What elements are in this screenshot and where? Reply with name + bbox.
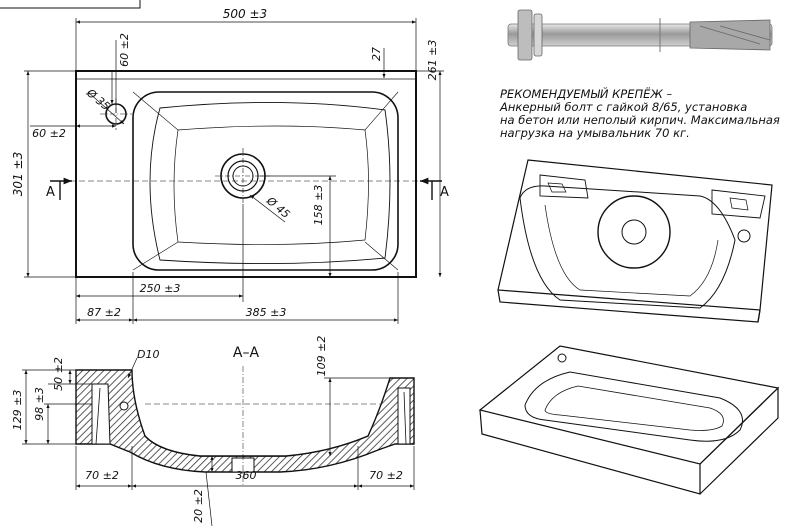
dim-height-98: 98 ±3 — [33, 387, 46, 421]
dim-width-70-left: 70 ±2 — [85, 469, 119, 482]
note-line-4: нагрузка на умывальник 70 кг. — [500, 126, 690, 140]
dim-rim-27: 27 — [370, 47, 383, 61]
dim-drain-offset-x: 250 ±3 — [140, 282, 181, 295]
dim-tap-offset-left: 60 ±2 — [32, 127, 66, 140]
dim-width-360: 360 — [236, 469, 257, 482]
dim-bottom-20: 20 ±2 — [192, 489, 205, 523]
top-view-dimensions — [24, 18, 444, 324]
dim-overall-width: 500 ±3 — [223, 7, 267, 21]
section-marker-left: А — [46, 185, 55, 200]
dim-left-87: 87 ±2 — [87, 306, 121, 319]
dim-drain-offset-y: 158 ±3 — [312, 185, 325, 226]
isometric-view-top — [497, 159, 773, 323]
note-line-2: Анкерный болт с гайкой 8/65, установка — [500, 100, 748, 114]
dim-drain-diameter: Ø 45 — [263, 194, 292, 221]
dim-width-70-right: 70 ±2 — [369, 469, 403, 482]
dim-overall-depth: 301 ±3 — [11, 152, 25, 196]
frame-corner — [0, 0, 141, 9]
fastener-note: РЕКОМЕНДУЕМЫЙ КРЕПЁЖ – Анкерный болт с г… — [500, 88, 790, 140]
section-view — [75, 366, 415, 486]
dim-depth-261: 261 ±3 — [426, 40, 439, 81]
dim-height-129: 129 ±3 — [11, 390, 24, 431]
note-line-1: РЕКОМЕНДУЕМЫЙ КРЕПЁЖ – — [500, 87, 673, 101]
section-title: А–А — [233, 345, 260, 361]
dim-tap-offset-top: 60 ±2 — [118, 33, 131, 67]
dim-bowl-385: 385 ±3 — [246, 306, 287, 319]
section-dimensions — [22, 357, 415, 527]
dim-height-50: 50 ±2 — [52, 357, 65, 391]
section-marker-right: А — [440, 185, 449, 200]
anchor-bolt-image — [507, 9, 773, 61]
dim-radius-d10: D10 — [137, 348, 159, 361]
isometric-view-bottom — [478, 345, 780, 495]
note-line-3: на бетон или неполый кирпич. Максимальна… — [500, 113, 780, 127]
dim-height-109: 109 ±2 — [315, 336, 328, 377]
